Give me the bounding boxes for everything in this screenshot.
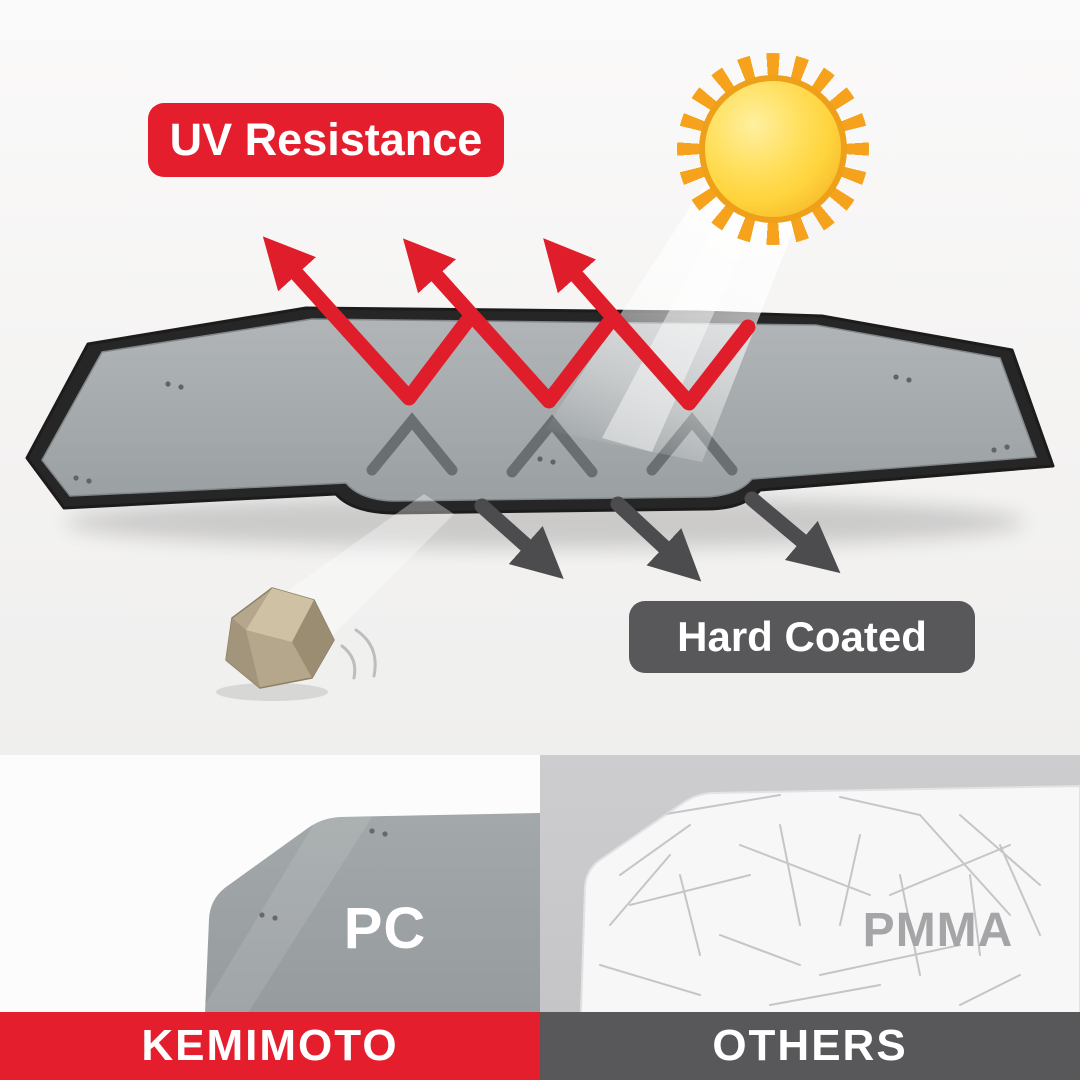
- pc-panel-graphic: [200, 813, 540, 1013]
- pc-panel-highlight: [200, 817, 372, 1013]
- pc-material-label: PC: [343, 896, 427, 961]
- hard-coat-arrow: [474, 498, 564, 579]
- pmma-material-label: PMMA: [862, 904, 1014, 957]
- others-banner: OTHERS: [540, 1012, 1080, 1080]
- windshield-diagram: [25, 152, 1055, 701]
- uv-resistance-badge: UV Resistance: [148, 103, 504, 177]
- hard-coat-arrows: [474, 491, 841, 582]
- pmma-scratches: [599, 794, 1041, 1006]
- windshield-glass: [41, 318, 1038, 502]
- rock-icon: [216, 587, 335, 701]
- pc-panel: [205, 813, 540, 1013]
- pmma-panel: [579, 784, 1080, 1014]
- hard-coat-arrow: [610, 496, 702, 582]
- uv-reflect-arrow: [402, 238, 616, 409]
- pmma-panel-graphic: [579, 784, 1080, 1014]
- rock-bounce-lines: [340, 628, 377, 680]
- sun-core: [699, 75, 847, 223]
- uv-reflect-arrow: [543, 238, 756, 411]
- uv-resistance-label: UV Resistance: [169, 114, 483, 165]
- uv-reflect-arrows: [262, 236, 756, 411]
- hard-coated-label: Hard Coated: [677, 613, 927, 660]
- pc-panel-holes: [259, 828, 388, 921]
- mounting-holes: [73, 374, 1010, 484]
- uv-diagram-section: UV Resistance Hard Coated: [0, 0, 1080, 755]
- others-banner-label: OTHERS: [712, 1021, 908, 1070]
- kemimoto-banner: KEMIMOTO: [0, 1012, 540, 1080]
- hard-coated-badge: Hard Coated: [629, 601, 975, 673]
- hard-coat-arrow: [744, 491, 841, 574]
- uv-reflect-arrow: [262, 236, 476, 406]
- kemimoto-banner-label: KEMIMOTO: [141, 1021, 399, 1070]
